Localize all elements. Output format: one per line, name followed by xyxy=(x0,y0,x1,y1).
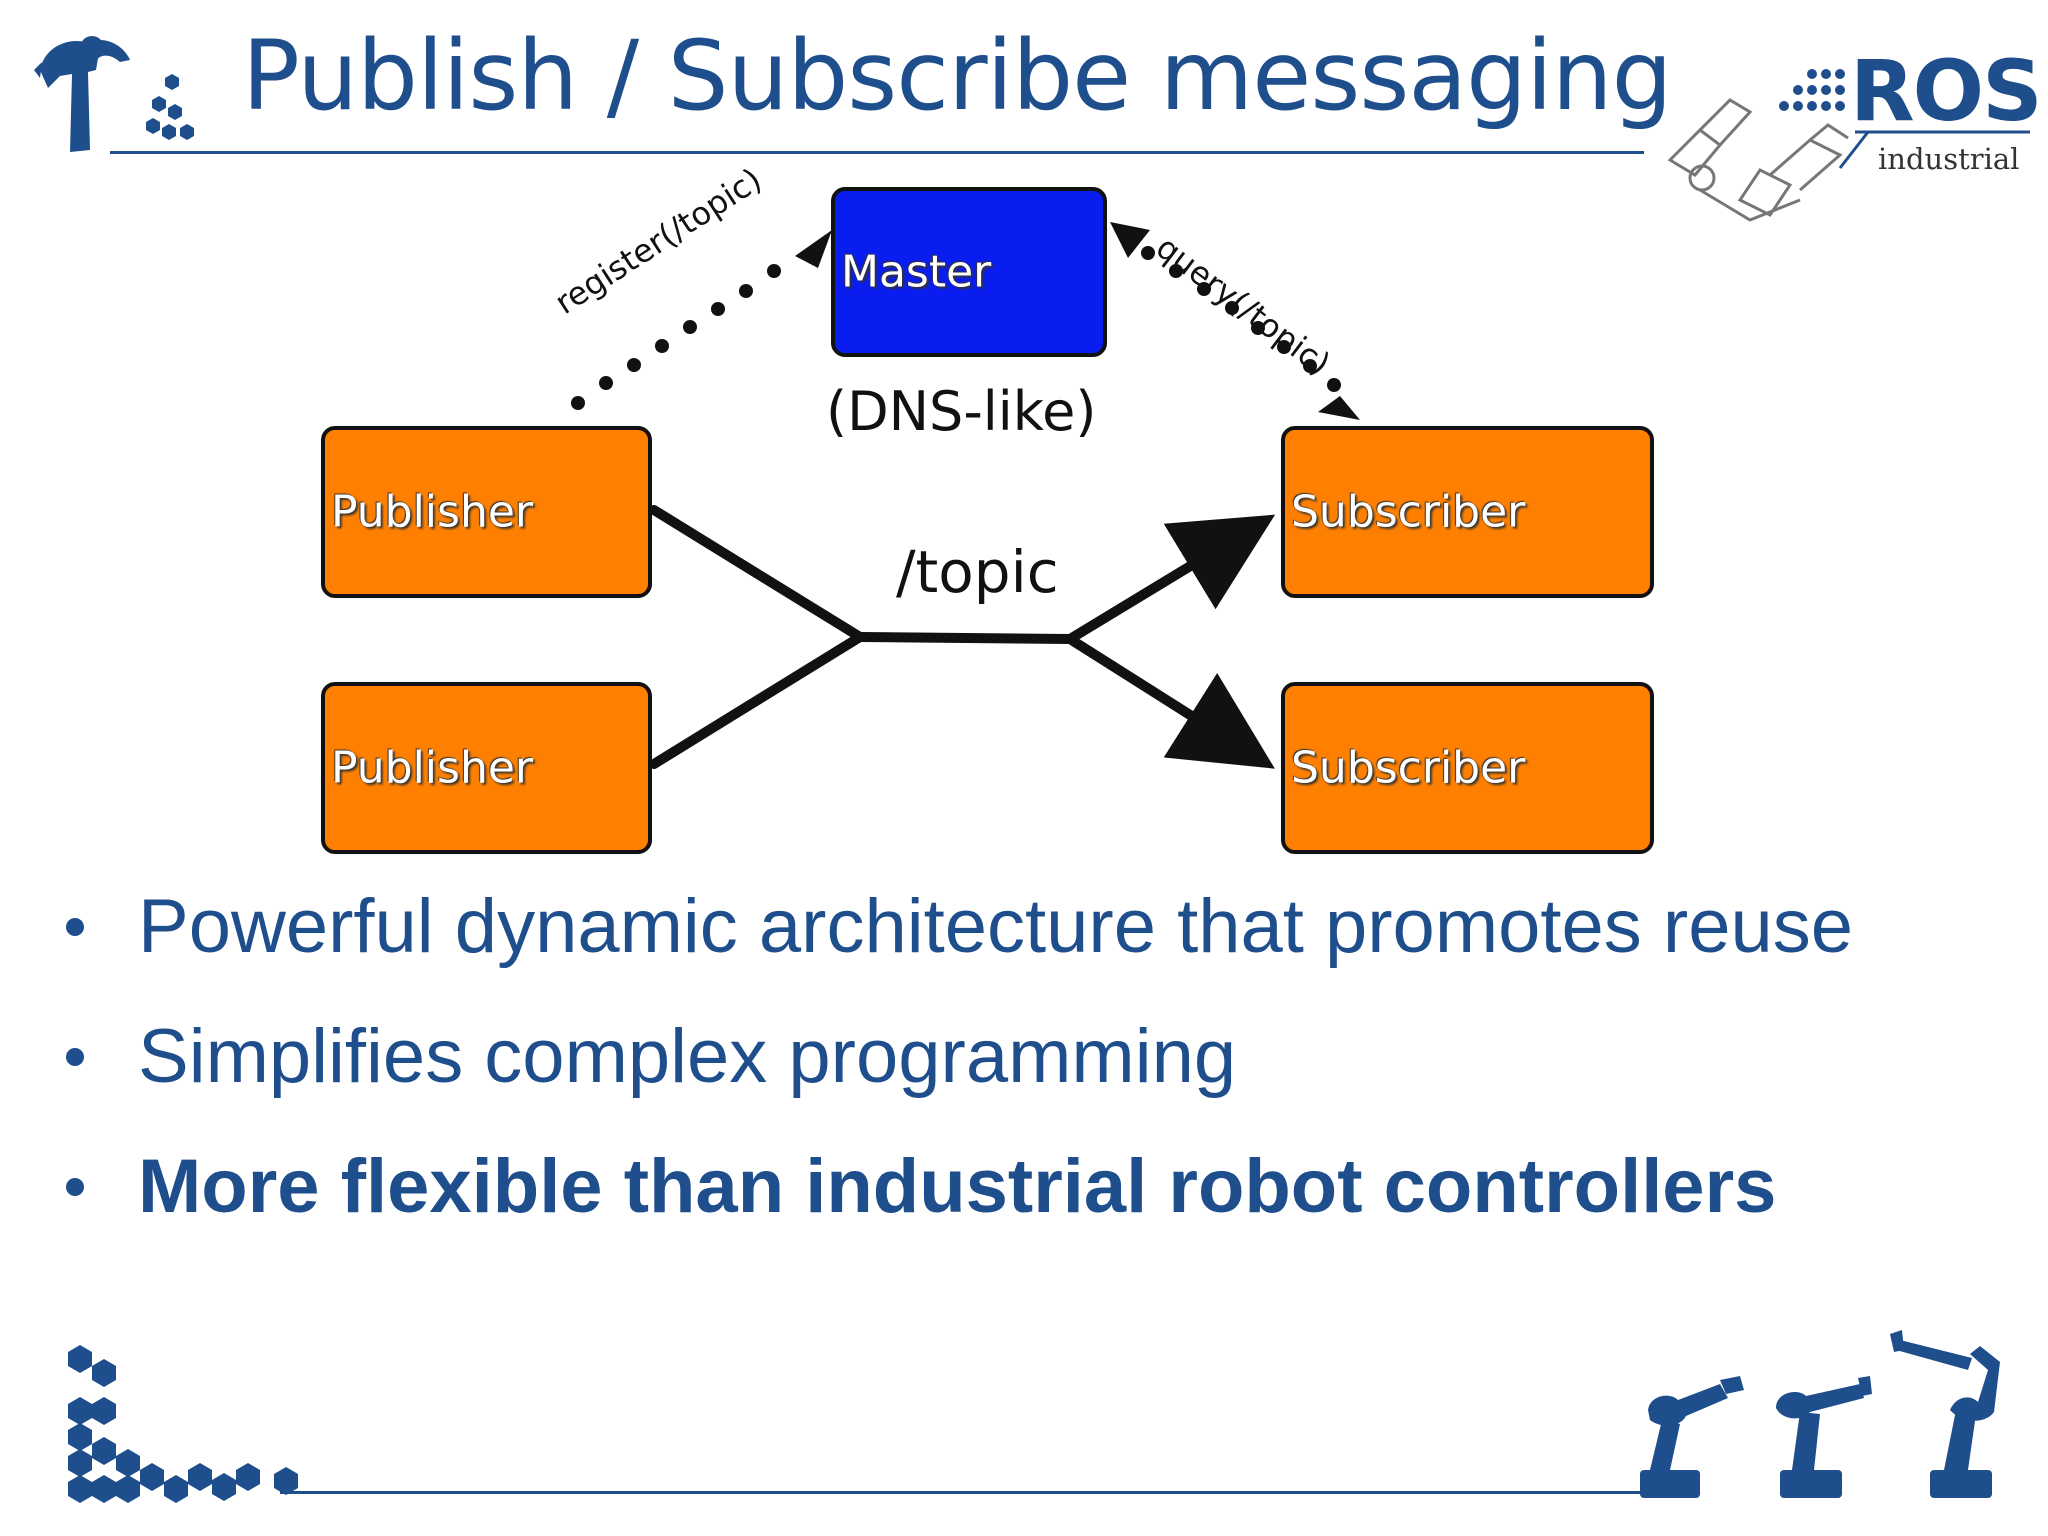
publisher-label: Publisher xyxy=(331,742,533,794)
bullet-dot-icon xyxy=(66,1048,84,1066)
subscriber2-line xyxy=(1065,634,1275,769)
bullet-text: Powerful dynamic architecture that promo… xyxy=(138,884,1854,969)
bullet-item: Simplifies complex programming xyxy=(60,1000,1960,1114)
subscriber-node: Subscriber xyxy=(1281,426,1654,598)
subscriber-label: Subscriber xyxy=(1291,742,1526,794)
subscriber-label: Subscriber xyxy=(1291,486,1526,538)
bullet-text: Simplifies complex programming xyxy=(138,1014,1237,1099)
master-node: Master xyxy=(831,187,1107,357)
ros-logo-text: ROS xyxy=(1850,42,2043,140)
hex-cluster-icon xyxy=(146,74,194,140)
bullet-item: More flexible than industrial robot cont… xyxy=(60,1130,1960,1244)
topic-line xyxy=(855,632,1075,644)
robot-arm-logo-icon xyxy=(34,36,194,152)
query-dotted-arrow xyxy=(1110,222,1360,420)
subscriber1-line xyxy=(1065,514,1276,644)
bullet-dot-icon xyxy=(66,918,84,936)
bullet-item: Powerful dynamic architecture that promo… xyxy=(60,870,1958,984)
publisher1-line xyxy=(649,505,865,642)
bullet-dot-icon xyxy=(66,1178,84,1196)
publisher-label: Publisher xyxy=(331,486,533,538)
subscriber-node: Subscriber xyxy=(1281,682,1654,854)
topic-label: /topic xyxy=(896,538,1059,606)
title-divider xyxy=(110,151,1644,154)
publisher-node: Publisher xyxy=(321,682,652,854)
bullet-text: More flexible than industrial robot cont… xyxy=(138,1144,1777,1229)
publisher2-line xyxy=(649,632,865,769)
bullet-list: Powerful dynamic architecture that promo… xyxy=(60,870,1960,1244)
slide-title: Publish / Subscribe messaging xyxy=(242,20,1673,132)
register-dotted-arrow xyxy=(571,230,832,410)
footer-divider xyxy=(280,1491,1650,1494)
master-label: Master xyxy=(841,246,992,298)
publisher-node: Publisher xyxy=(321,426,652,598)
ros-logo-subtitle: industrial xyxy=(1878,142,2020,176)
ros-industrial-logo-icon xyxy=(1667,98,2030,222)
master-note: (DNS-like) xyxy=(826,380,1097,443)
